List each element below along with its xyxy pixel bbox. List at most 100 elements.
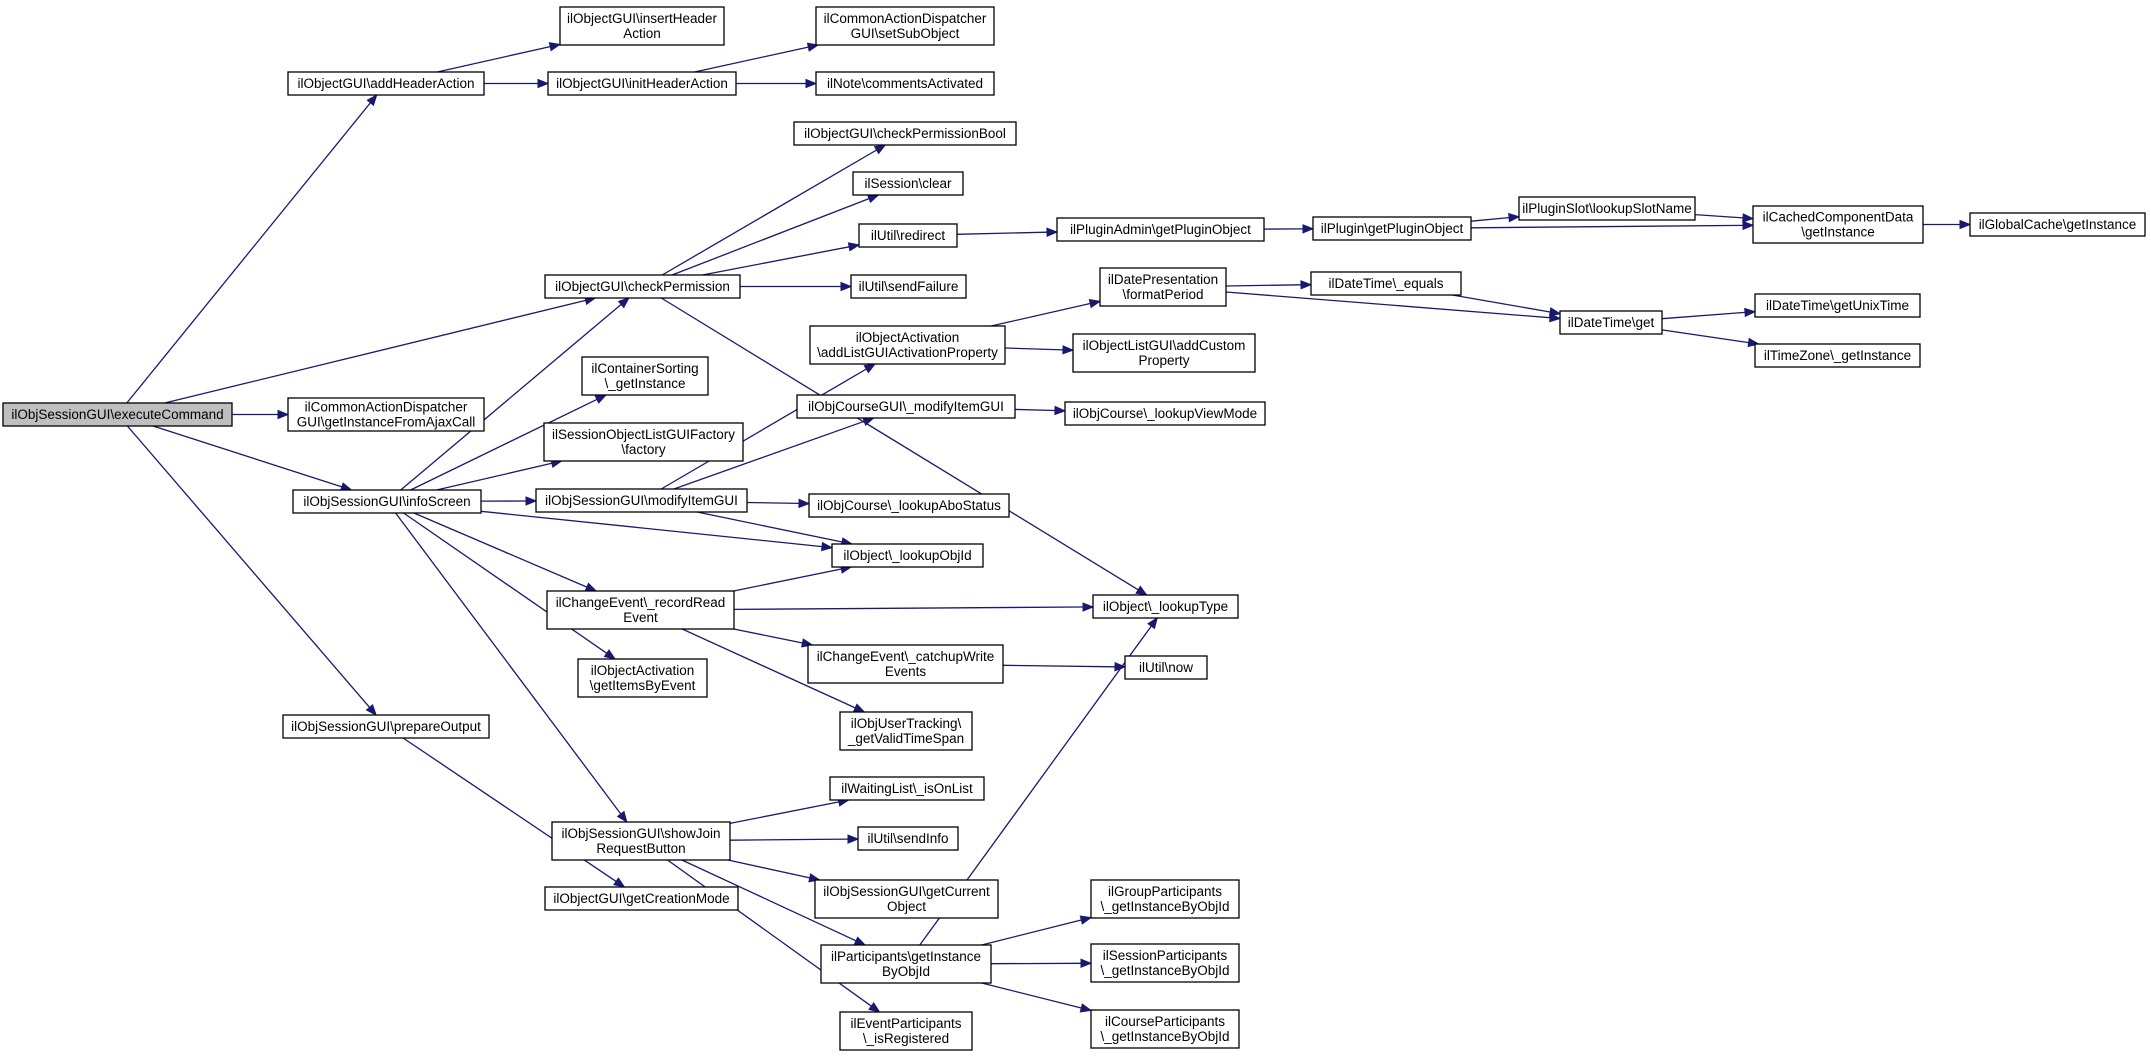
node-box[interactable] [287, 397, 485, 432]
node-sessPart[interactable]: ilSessionParticipants\_getInstanceByObjI… [1090, 943, 1240, 983]
node-box[interactable] [839, 711, 973, 751]
node-box[interactable] [1092, 594, 1239, 619]
node-globalCache[interactable]: ilGlobalCache\getInstance [1969, 212, 2146, 237]
node-box[interactable] [815, 6, 995, 46]
node-groupPart[interactable]: ilGroupParticipants\_getInstanceByObjId [1090, 879, 1240, 919]
node-box[interactable] [815, 71, 995, 96]
node-box[interactable] [1064, 401, 1266, 426]
node-itemsByEvent[interactable]: ilObjectActivation\getItemsByEvent [577, 658, 708, 698]
node-partInst[interactable]: ilParticipants\getInstanceByObjId [820, 944, 992, 984]
node-box[interactable] [1090, 943, 1240, 983]
node-box[interactable] [1124, 655, 1208, 680]
node-box[interactable] [544, 886, 739, 911]
node-box[interactable] [1056, 217, 1265, 242]
node-box[interactable] [857, 826, 959, 851]
node-checkPerm[interactable]: ilObjectGUI\checkPermission [544, 274, 741, 299]
node-sendFailure[interactable]: ilUtil\sendFailure [850, 274, 967, 299]
node-prepare[interactable]: ilObjSessionGUI\prepareOutput [282, 714, 490, 739]
node-sessClear[interactable]: ilSession\clear [852, 171, 964, 196]
node-box[interactable] [1754, 293, 1921, 318]
node-box[interactable] [807, 644, 1004, 684]
node-contSort[interactable]: ilContainerSorting\_getInstance [581, 356, 709, 396]
node-dtGet[interactable]: ilDateTime\get [1559, 310, 1663, 335]
node-box[interactable] [292, 489, 482, 514]
node-box[interactable] [535, 488, 748, 513]
node-addHeader[interactable]: ilObjectGUI\addHeaderAction [287, 71, 485, 96]
node-aboStatus[interactable]: ilObjCourse\_lookupAboStatus [808, 493, 1010, 518]
node-box[interactable] [839, 1011, 973, 1051]
node-slotName[interactable]: ilPluginSlot\lookupSlotName [1518, 196, 1696, 221]
node-box[interactable] [2, 402, 233, 427]
node-box[interactable] [820, 944, 992, 984]
node-creationMode[interactable]: ilObjectGUI\getCreationMode [544, 886, 739, 911]
node-cached[interactable]: ilCachedComponentData\getInstance [1752, 205, 1924, 244]
node-box[interactable] [577, 658, 708, 698]
node-box[interactable] [809, 325, 1006, 365]
node-box[interactable] [559, 6, 725, 46]
node-box[interactable] [581, 356, 709, 396]
node-box[interactable] [543, 422, 744, 462]
node-box[interactable] [852, 171, 964, 196]
node-coursePart[interactable]: ilCourseParticipants\_getInstanceByObjId [1090, 1009, 1240, 1049]
node-box[interactable] [850, 274, 967, 299]
node-checkPermBool[interactable]: ilObjectGUI\checkPermissionBool [793, 121, 1017, 146]
node-objActAdd[interactable]: ilObjectActivation\addListGUIActivationP… [809, 325, 1006, 365]
node-pluginGet[interactable]: ilPlugin\getPluginObject [1312, 216, 1472, 241]
node-ajaxCall[interactable]: ilCommonActionDispatcherGUI\getInstanceF… [287, 397, 485, 432]
node-box[interactable] [1754, 343, 1921, 368]
node-box[interactable] [831, 543, 984, 568]
node-box[interactable] [1090, 1009, 1240, 1049]
node-box[interactable] [858, 223, 958, 248]
node-box[interactable] [287, 71, 485, 96]
node-box[interactable] [1072, 333, 1256, 373]
node-dtEquals[interactable]: ilDateTime\_equals [1310, 271, 1462, 296]
node-courseModify[interactable]: ilObjCourseGUI\_modifyItemGUI [796, 394, 1016, 419]
node-box[interactable] [829, 776, 985, 801]
node-box[interactable] [551, 821, 731, 861]
node-viewMode[interactable]: ilObjCourse\_lookupViewMode [1064, 401, 1266, 426]
node-now[interactable]: ilUtil\now [1124, 655, 1208, 680]
node-box[interactable] [1559, 310, 1663, 335]
node-waitList[interactable]: ilWaitingList\_isOnList [829, 776, 985, 801]
node-eventPart[interactable]: ilEventParticipants\_isRegistered [839, 1011, 973, 1051]
node-lookupObjId[interactable]: ilObject\_lookupObjId [831, 543, 984, 568]
node-validSpan[interactable]: ilObjUserTracking\_getValidTimeSpan [839, 711, 973, 751]
arrow-head [616, 810, 628, 824]
node-box[interactable] [1752, 205, 1924, 244]
node-box[interactable] [796, 394, 1016, 419]
node-modifyItem[interactable]: ilObjSessionGUI\modifyItemGUI [535, 488, 748, 513]
node-box[interactable] [808, 493, 1010, 518]
node-box[interactable] [282, 714, 490, 739]
node-pluginAdmin[interactable]: ilPluginAdmin\getPluginObject [1056, 217, 1265, 242]
node-timeZone[interactable]: ilTimeZone\_getInstance [1754, 343, 1921, 368]
node-box[interactable] [1969, 212, 2146, 237]
node-initHeader[interactable]: ilObjectGUI\initHeaderAction [547, 71, 737, 96]
node-box[interactable] [793, 121, 1017, 146]
node-box[interactable] [547, 71, 737, 96]
node-box[interactable] [1310, 271, 1462, 296]
node-listFactory[interactable]: ilSessionObjectListGUIFactory\factory [543, 422, 744, 462]
node-box[interactable] [544, 274, 741, 299]
node-box[interactable] [1099, 267, 1227, 307]
node-box[interactable] [1312, 216, 1472, 241]
node-unixTime[interactable]: ilDateTime\getUnixTime [1754, 293, 1921, 318]
edge-showJoin-to-waitList [729, 797, 851, 825]
node-box[interactable] [1090, 879, 1240, 919]
node-box[interactable] [814, 879, 999, 919]
node-datePres[interactable]: ilDatePresentation\formatPeriod [1099, 267, 1227, 307]
node-notes[interactable]: ilNote\commentsActivated [815, 71, 995, 96]
node-execute[interactable]: ilObjSessionGUI\executeCommand [2, 402, 233, 427]
node-lookupType[interactable]: ilObject\_lookupType [1092, 594, 1239, 619]
node-box[interactable] [546, 590, 735, 630]
node-box[interactable] [1518, 196, 1696, 221]
node-sendInfo[interactable]: ilUtil\sendInfo [857, 826, 959, 851]
node-infoScreen[interactable]: ilObjSessionGUI\infoScreen [292, 489, 482, 514]
node-redirect[interactable]: ilUtil\redirect [858, 223, 958, 248]
